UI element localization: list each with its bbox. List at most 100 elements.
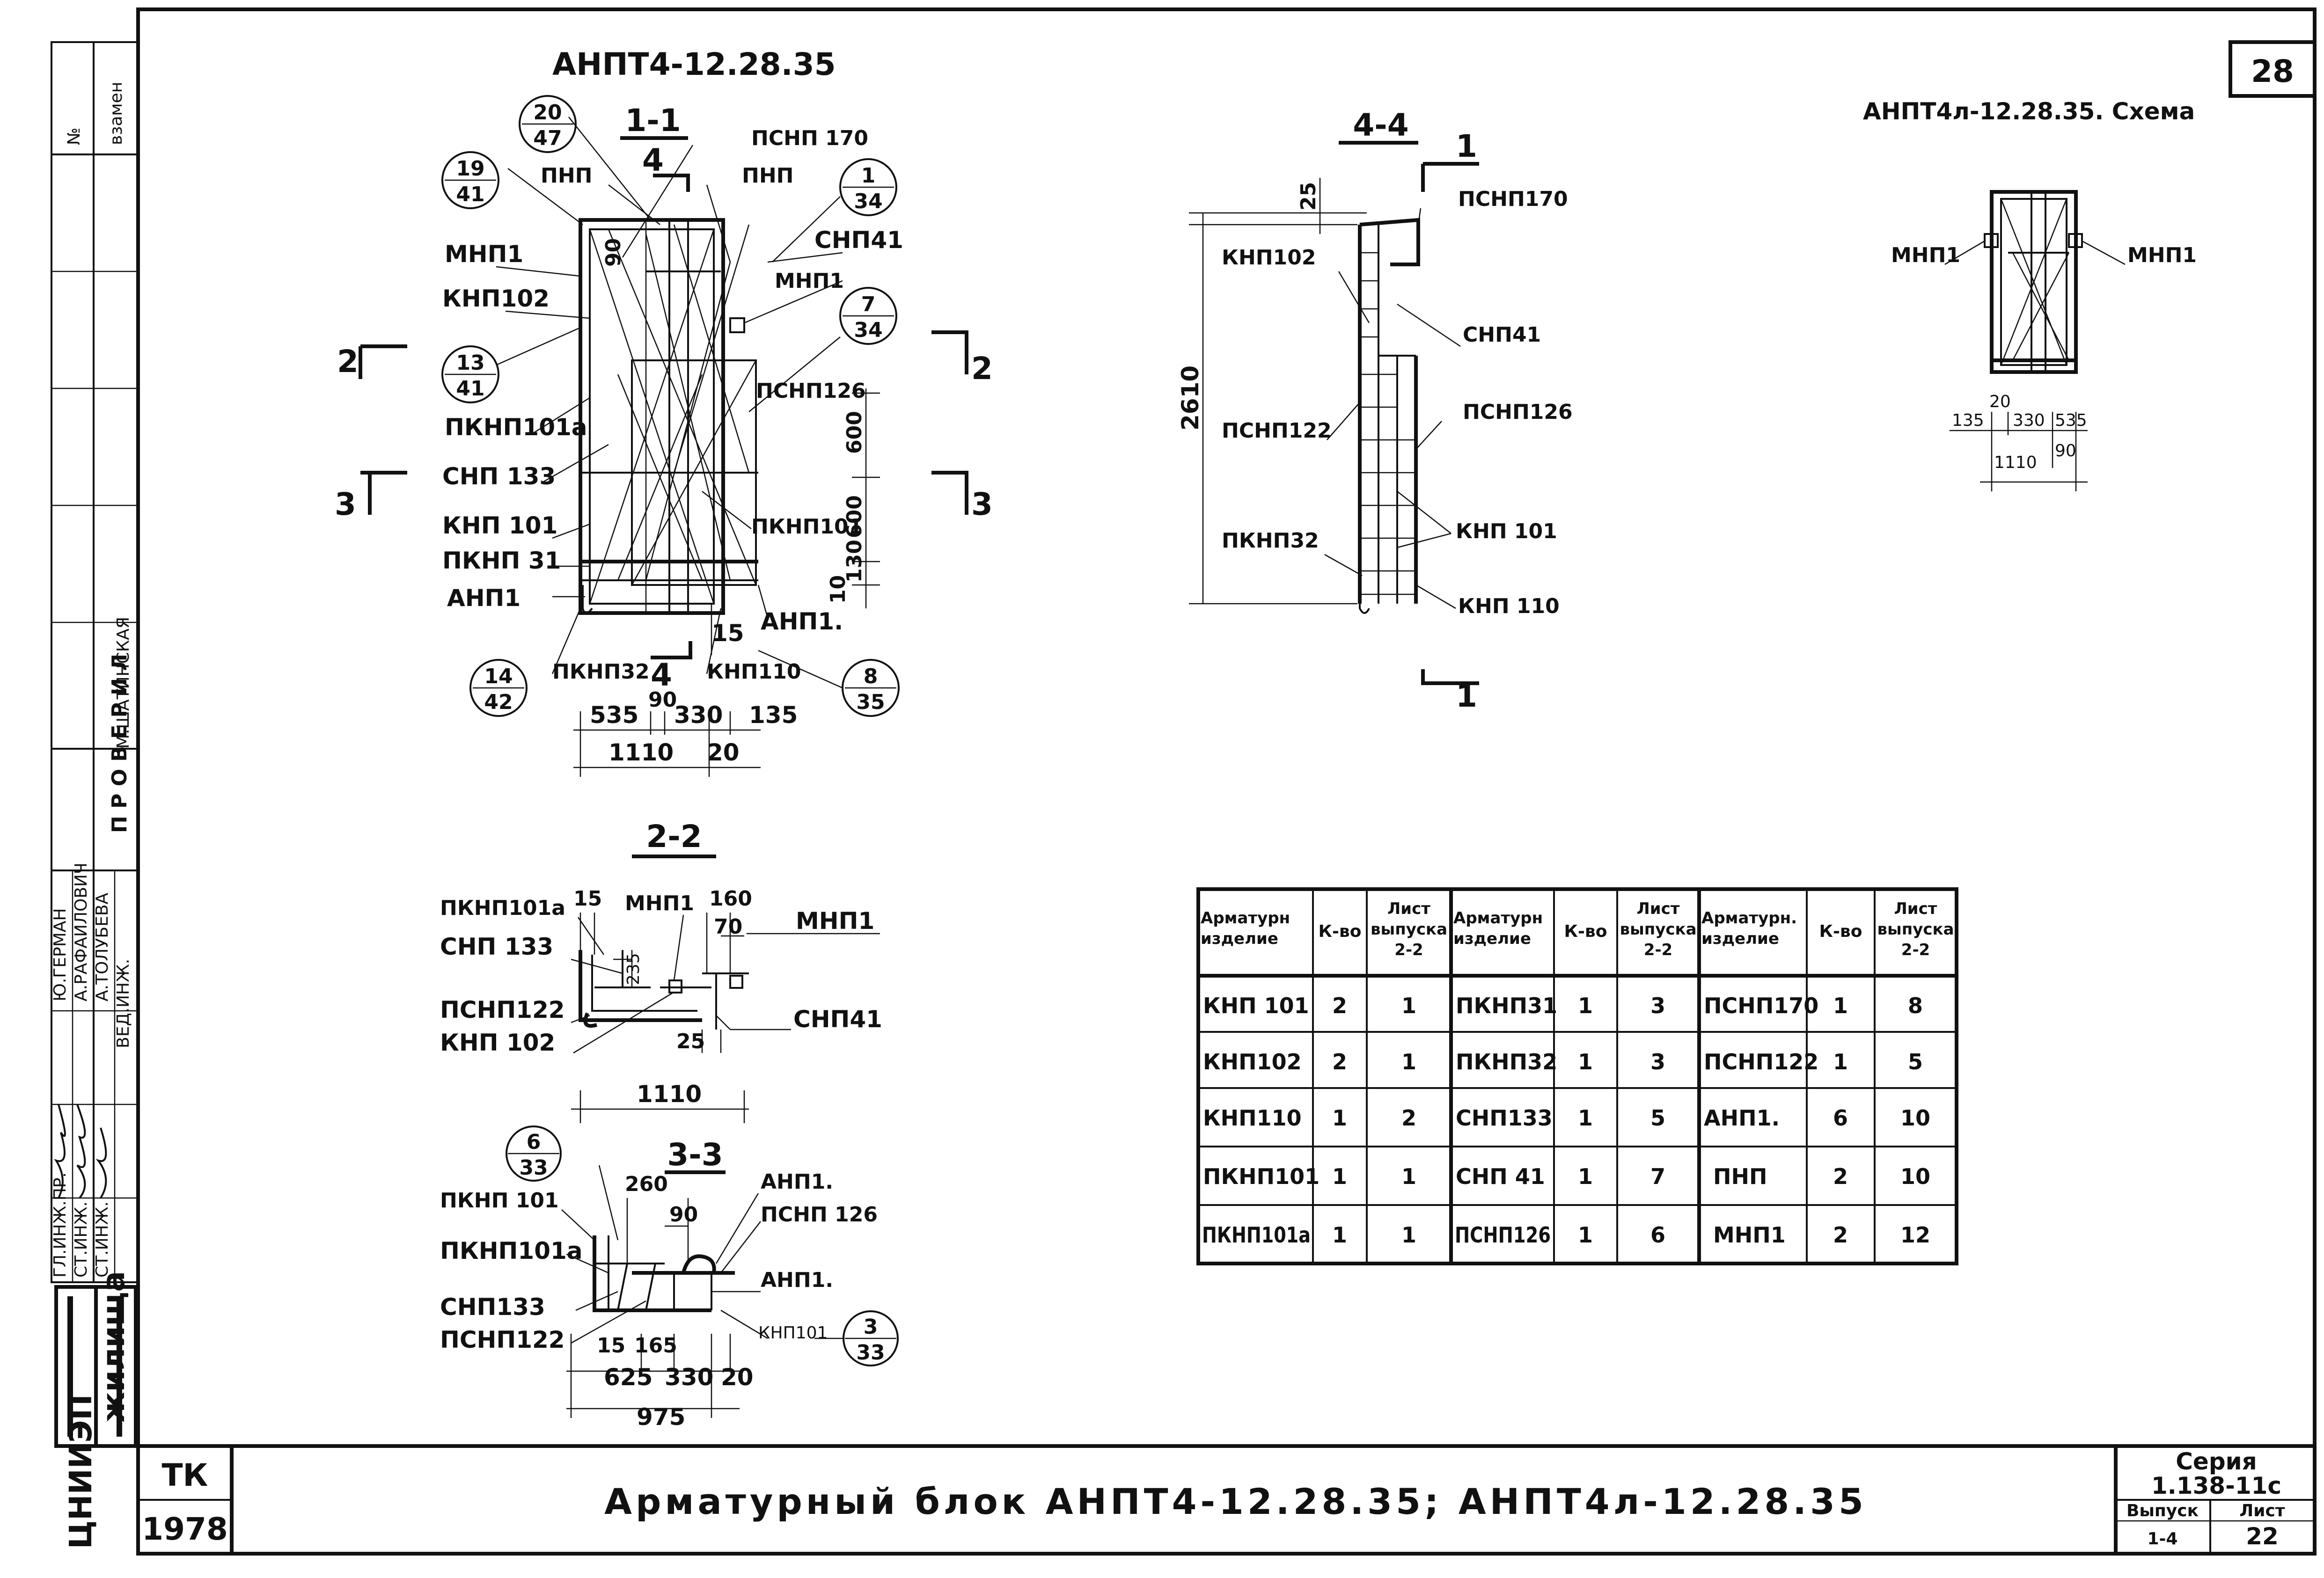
scheme-dim-535: 535 [2055, 411, 2087, 430]
ref-14-42-bottom: 42 [484, 690, 513, 714]
cut-2-right-label: 2 [971, 351, 993, 387]
scheme-label-mnp1-b: МНП1 [2127, 243, 2197, 267]
th-qty-2: К-во [1564, 922, 1607, 941]
institute-text: ЦНИИЭП [63, 1394, 99, 1549]
dim-25-4-4: 25 [1297, 182, 1320, 211]
stamp-name-4: М.ШАТИНСКАЯ [114, 617, 133, 749]
cell-r4-qty1: 1 [1332, 1164, 1347, 1189]
label-pnp-b: ПНП [742, 164, 793, 188]
ref-circle-7-34: 7 34 [839, 287, 897, 345]
cell-r4-qty3: 2 [1833, 1164, 1848, 1189]
s44-label-knp101: КНП 101 [1456, 519, 1557, 543]
dim-2610: 2610 [1177, 365, 1204, 431]
sheet-number: 28 [2251, 53, 2294, 89]
s44-label-knp110: КНП 110 [1458, 594, 1560, 618]
s33-label-psnp126: ПСНП 126 [761, 1203, 878, 1227]
th-sheet-3: Лист выпуска 2-2 [1877, 899, 1954, 959]
dim-1110: 1110 [608, 739, 674, 766]
label-psnp126: ПСНП126 [756, 379, 866, 403]
s22-label-mnp1-b: МНП1 [796, 907, 874, 935]
ref-8-35-top: 8 [864, 665, 878, 688]
series-value: 1.138-11с [2151, 1472, 2281, 1499]
cell-r1-item1: КНП 101 [1203, 993, 1309, 1018]
section-3-3-title: 3-3 [667, 1137, 723, 1173]
s22-dim-25: 25 [676, 1030, 705, 1053]
s33-label-anp1-a: АНП1. [761, 1170, 833, 1194]
section-3-3: 3-3 260 90 15 165 625 330 20 975 [440, 1125, 899, 1431]
label-snp133: СНП 133 [442, 463, 556, 490]
table-row: ПКНП101 1 1 СНП 41 1 7 ПНП 2 10 [1203, 1164, 1930, 1189]
label-pknp101: ПКНП101 [751, 515, 863, 539]
scheme-dim-1110: 1110 [1994, 453, 2037, 472]
cell-r1-sheet2: 3 [1650, 993, 1665, 1018]
dim-20: 20 [707, 739, 740, 766]
table-row: КНП 101 2 1 ПКНП31 1 3 ПСНП170 1 8 [1203, 993, 1923, 1018]
label-pnp-a: ПНП [541, 164, 592, 188]
cell-r5-qty3: 2 [1833, 1222, 1848, 1248]
cut-4-top-label: 4 [642, 142, 664, 178]
cell-r5-sheet1: 1 [1401, 1222, 1416, 1248]
cell-r2-item2: ПКНП32 [1456, 1049, 1557, 1074]
cell-r3-sheet3: 10 [1900, 1105, 1930, 1131]
cell-r1-qty1: 2 [1332, 993, 1347, 1018]
cell-r3-item2: СНП133 [1456, 1105, 1553, 1131]
dim-330: 330 [674, 701, 723, 729]
s22-dim-1110: 1110 [637, 1081, 702, 1108]
s33-dim-90: 90 [669, 1203, 698, 1227]
s22-label-psnp122: ПСНП122 [440, 996, 565, 1023]
cell-r4-qty2: 1 [1578, 1164, 1593, 1189]
dim-15: 15 [711, 620, 744, 647]
signature-2 [76, 1104, 86, 1199]
cell-r1-item3: ПСНП170 [1704, 993, 1818, 1018]
cell-r2-sheet3: 5 [1908, 1049, 1923, 1074]
ref-7-34-top: 7 [861, 292, 876, 316]
ref-circle-3-33: 3 33 [843, 1310, 899, 1366]
scheme-dim-135: 135 [1952, 411, 1984, 430]
cell-r1-qty2: 1 [1578, 993, 1593, 1018]
year-label: 1978 [142, 1511, 228, 1547]
label-pknp32: ПКНП32 [552, 660, 650, 684]
left-stamp: № взамен П Р О В Е Р И Л ГЛ.ИНЖ.ПР. СТ.И… [51, 41, 139, 1549]
scheme-dim-90: 90 [2055, 441, 2076, 460]
s44-label-pknp32: ПКНП32 [1222, 529, 1319, 553]
table-row: ПКНП101а 1 1 ПСНП126 1 6 МНП1 2 12 [1202, 1222, 1930, 1248]
th-item-3: Арматурн. изделие [1701, 909, 1797, 948]
scheme-title: АНПТ4л-12.28.35. Схема [1863, 98, 2195, 125]
cell-r3-qty3: 6 [1833, 1105, 1848, 1131]
s33-label-snp133: СНП133 [440, 1293, 545, 1321]
stamp-role-1: ГЛ.ИНЖ.ПР. [51, 1172, 70, 1278]
s33-label-pknp101a: ПКНП101а [440, 1237, 583, 1264]
section-2-2-title: 2-2 [646, 818, 702, 855]
label-knp101: КНП 101 [442, 512, 557, 539]
dim-90-bottom: 90 [648, 688, 677, 712]
stamp-role-4: ВЕД.ИНЖ. [114, 959, 133, 1048]
stamp-checked-label: П Р О В Е Р И Л [108, 654, 132, 833]
label-mnp1-a: МНП1 [445, 241, 523, 268]
s22-label-knp102: КНП 102 [440, 1029, 555, 1056]
dim-10: 10 [826, 575, 850, 604]
ref-19-41-bottom: 41 [456, 183, 484, 206]
cell-r1-sheet3: 8 [1908, 993, 1923, 1018]
cell-r4-sheet3: 10 [1900, 1164, 1930, 1189]
cut-3-right-label: 3 [971, 486, 993, 522]
ref-8-35-bottom: 35 [856, 690, 885, 714]
cell-r4-item3: ПНП [1713, 1164, 1767, 1189]
cell-r3-sheet1: 2 [1401, 1105, 1416, 1131]
stamp-role-2: СТ.ИНЖ. [72, 1201, 91, 1278]
main-view-title: АНПТ4-12.28.35 [552, 46, 836, 82]
dim-135: 135 [749, 701, 798, 729]
signature-3 [95, 1127, 107, 1199]
ref-13-41-top: 13 [456, 351, 484, 375]
stamp-name-3: А.ТОЛУБЕВА [93, 892, 112, 1001]
cut-3-left-label: 3 [335, 486, 356, 522]
main-view: АНПТ4-12.28.35 1-1 4 [335, 46, 993, 777]
cell-r5-sheet2: 6 [1650, 1222, 1665, 1248]
org-label: ТК [162, 1457, 208, 1493]
institute-logo [54, 1285, 138, 1448]
section-4-4-title: 4-4 [1353, 107, 1408, 143]
cell-r2-item3: ПСНП122 [1704, 1049, 1818, 1074]
s33-label-pknp101: ПКНП 101 [440, 1189, 559, 1213]
cell-r4-sheet2: 7 [1650, 1164, 1665, 1189]
s44-label-psnp170: ПСНП170 [1458, 187, 1568, 211]
section-4-4: 4-4 1 1 25 2610 [1177, 107, 1573, 714]
